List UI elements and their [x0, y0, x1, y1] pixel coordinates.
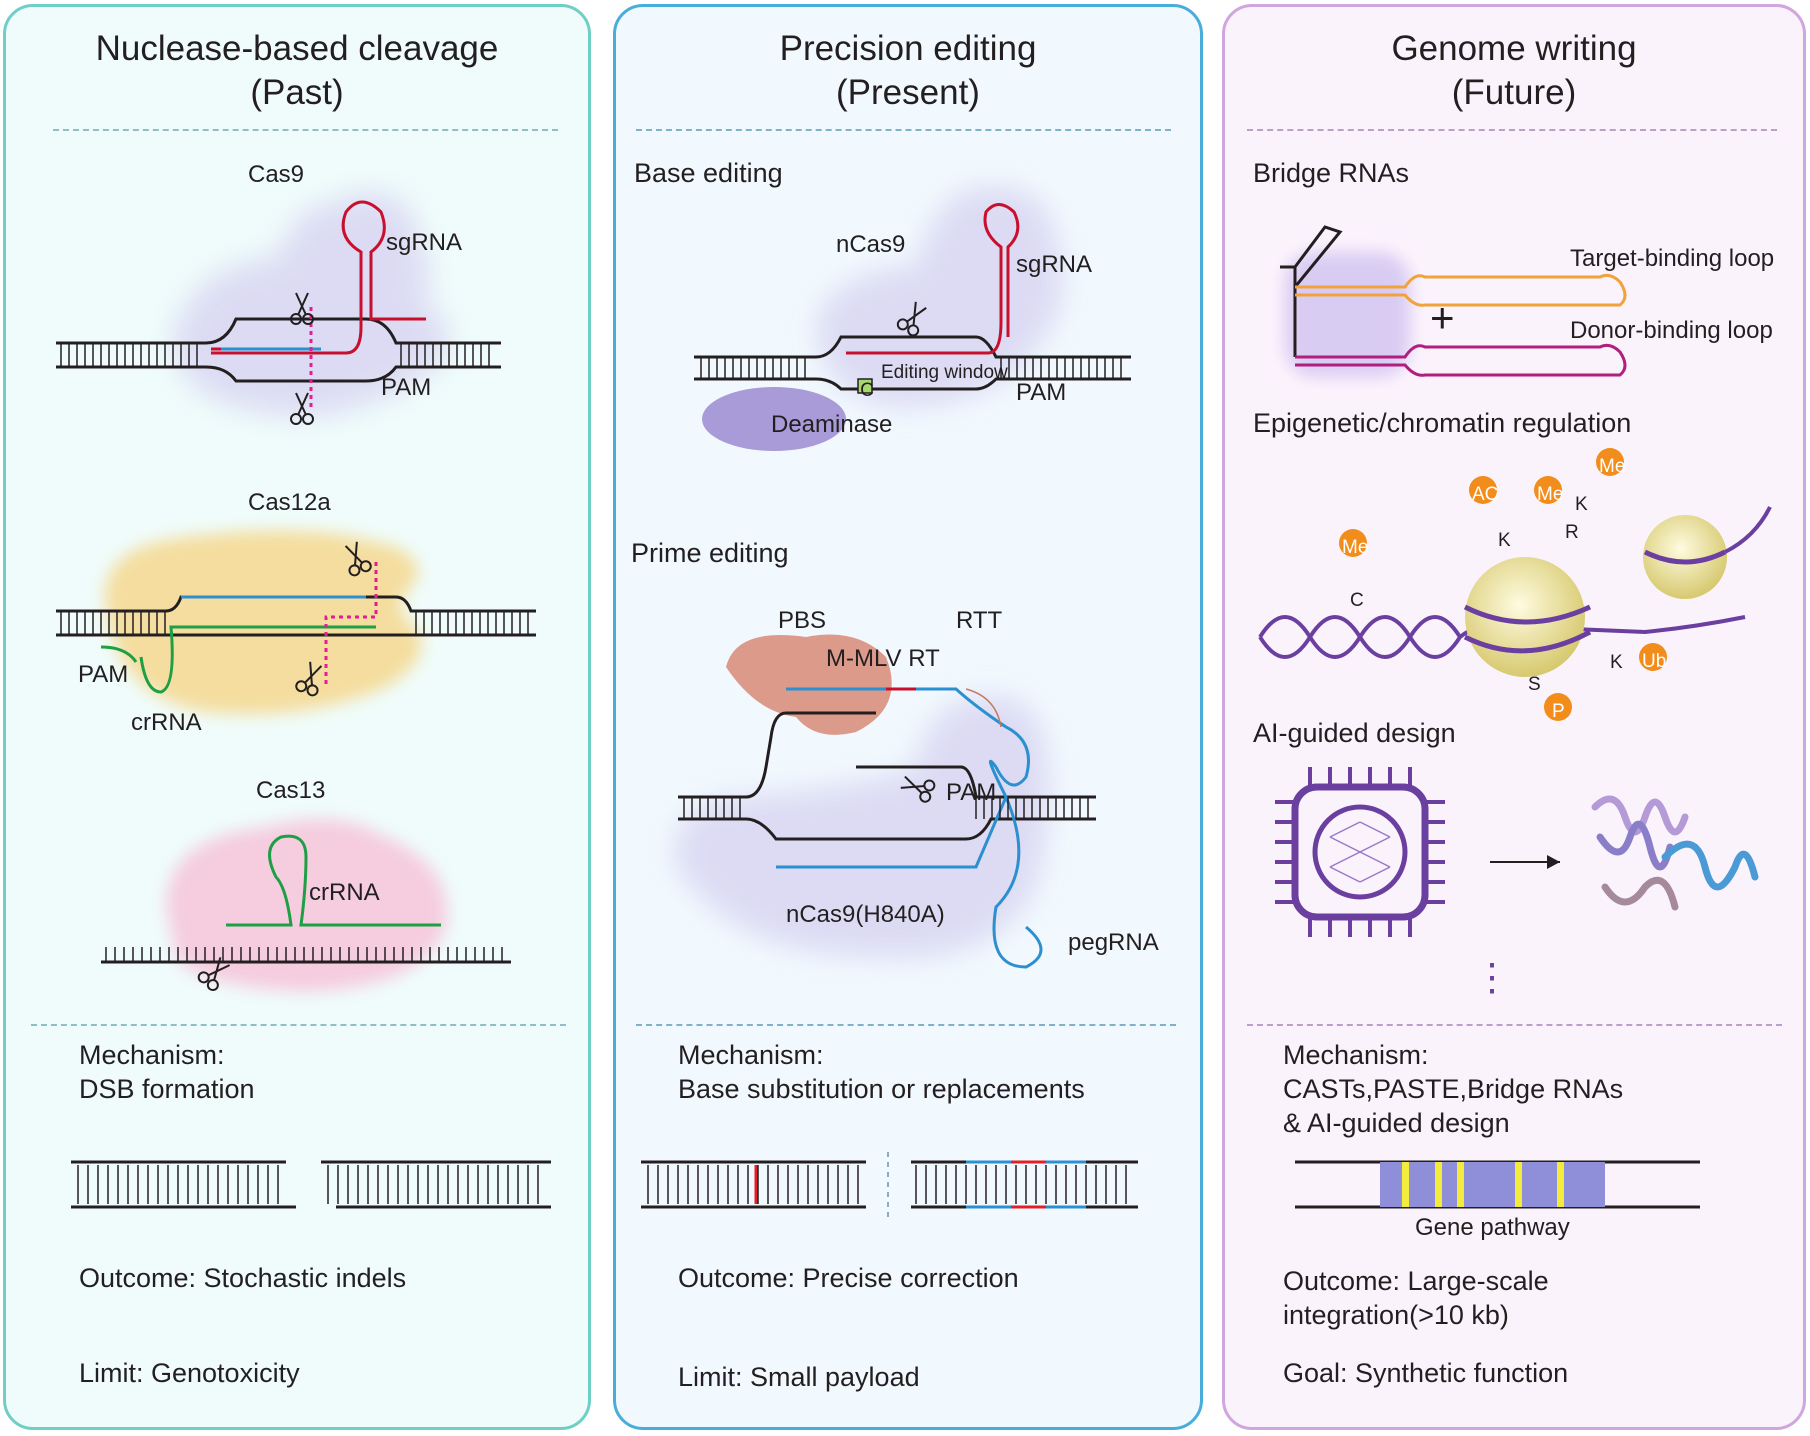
residue-k: K — [1498, 530, 1511, 551]
label-ai-design: AI-guided design — [1253, 718, 1456, 748]
label-ncas9: nCas9 — [836, 231, 906, 258]
recombinase-blob — [1285, 252, 1410, 377]
panel-title-line1: Genome writing — [1391, 29, 1637, 68]
residue-c: C — [1350, 590, 1364, 611]
label-bridge-rnas: Bridge RNAs — [1253, 158, 1410, 188]
label-ncas9-h840a: nCas9(H840A) — [786, 901, 945, 928]
base-editor-complex — [694, 186, 1131, 451]
label-epigenetic: Epigenetic/chromatin regulation — [1253, 408, 1632, 438]
mark-p: P — [1552, 701, 1565, 722]
divider — [636, 1024, 1176, 1026]
divider — [1247, 1024, 1782, 1026]
nucleosome — [1643, 515, 1727, 599]
panel-title-line2: (Present) — [836, 73, 980, 112]
label-mmlv-rt: M-MLV RT — [826, 645, 940, 672]
panel-genome-writing: Genome writing (Future) — [1222, 4, 1806, 1430]
divider — [53, 129, 558, 131]
mark-me: Me — [1599, 456, 1626, 477]
precision-diagrams — [641, 186, 1138, 1222]
label-deaminase: Deaminase — [771, 411, 893, 438]
outcome-text-2: integration(>10 kb) — [1283, 1300, 1509, 1330]
c-base-box — [857, 378, 873, 394]
mark-me: Me — [1342, 537, 1369, 558]
label-sgrna: sgRNA — [1016, 251, 1093, 278]
bridge-rna — [1280, 225, 1627, 377]
crrna-strand — [139, 625, 376, 694]
mark-me: Me — [1537, 484, 1564, 505]
chromatin — [1258, 615, 1746, 659]
label-cas13: Cas13 — [256, 777, 326, 804]
label-pbs: PBS — [778, 607, 827, 634]
gene-pathway-illustration — [1295, 1160, 1700, 1209]
limit-text: Limit: Small payload — [678, 1362, 920, 1392]
sgrna-strand — [846, 203, 1020, 355]
residue-r: R — [1565, 522, 1579, 543]
divider — [31, 1024, 566, 1026]
mmlv-rt-blob — [726, 634, 892, 735]
chip-icon — [1275, 767, 1445, 937]
mechanism-value: Base substitution or replacements — [678, 1074, 1085, 1104]
panel-title-line1: Nuclease-based cleavage — [95, 29, 499, 68]
label-pam2: PAM — [946, 779, 997, 806]
label-pam: PAM — [1016, 379, 1067, 406]
limit-text: Limit: Genotoxicity — [79, 1358, 300, 1388]
residue-s: S — [1528, 674, 1541, 695]
label-crrna2: crRNA — [309, 879, 380, 906]
histone-marks — [1339, 448, 1667, 721]
label-gene-pathway: Gene pathway — [1415, 1214, 1570, 1241]
residue-k: K — [1575, 494, 1588, 515]
label-prime-editing: Prime editing — [631, 538, 789, 568]
outcome-text: Outcome: Stochastic indels — [79, 1263, 407, 1293]
label-crrna: crRNA — [131, 709, 202, 736]
sgrna-strand — [211, 200, 426, 355]
label-sgrna: sgRNA — [386, 229, 463, 256]
cas12a-complex — [56, 530, 536, 715]
panel-title-line1: Precision editing — [779, 29, 1037, 68]
panel-title-line2: (Past) — [250, 73, 344, 112]
label-target-binding-loop: Target-binding loop — [1570, 245, 1775, 272]
cas13-complex — [101, 819, 511, 992]
mechanism-value-1: CASTs,PASTE,Bridge RNAs — [1283, 1074, 1624, 1104]
label-rtt: RTT — [956, 607, 1003, 634]
label-editing-window: Editing window — [881, 362, 1008, 383]
outcome-text: Outcome: Precise correction — [678, 1263, 1019, 1293]
label-pegrna: pegRNA — [1068, 929, 1159, 956]
panel-precision-editing: Precision editing (Present) — [613, 4, 1203, 1430]
cut-site — [324, 562, 378, 687]
label-c-base: C — [860, 380, 874, 401]
mechanism-label: Mechanism: — [79, 1040, 225, 1070]
panel-title-line2: (Future) — [1451, 73, 1577, 112]
label-donor-binding-loop: Donor-binding loop — [1570, 317, 1773, 344]
divider — [636, 129, 1171, 131]
label-cas12a: Cas12a — [248, 489, 331, 516]
mechanism-label: Mechanism: — [1283, 1040, 1429, 1070]
substitution-illustration — [641, 1152, 1138, 1222]
label-cas9: Cas9 — [248, 161, 305, 188]
plus-sign: + — [1430, 294, 1455, 341]
mechanism-value: DSB formation — [79, 1074, 255, 1104]
prime-editor-complex — [674, 634, 1096, 969]
dsb-illustration — [71, 1160, 551, 1209]
label-base-editing: Base editing — [634, 158, 783, 188]
panel-nuclease-cleavage: Nuclease-based cleavage (Past) — [3, 4, 591, 1430]
mark-ub: Ub — [1642, 651, 1667, 672]
label-pam: PAM — [381, 374, 432, 401]
cas9-complex — [56, 192, 501, 417]
protein-structure-icon — [1591, 795, 1759, 911]
crrna-strand — [226, 834, 441, 927]
divider — [1247, 129, 1777, 131]
mechanism-label: Mechanism: — [678, 1040, 824, 1070]
mechanism-value-2: & AI-guided design — [1283, 1108, 1510, 1138]
deaminase-blob — [702, 387, 846, 451]
outcome-text-1: Outcome: Large-scale — [1283, 1266, 1549, 1296]
cas-diagrams — [56, 192, 551, 1209]
label-pam2: PAM — [78, 661, 129, 688]
pegrna-strand — [776, 687, 1030, 869]
ellipsis: ⋮ — [1473, 957, 1511, 999]
mark-ac: AC — [1472, 484, 1499, 505]
residue-k: K — [1610, 652, 1623, 673]
genome-writing-diagrams — [1258, 225, 1772, 1209]
goal-text: Goal: Synthetic function — [1283, 1358, 1569, 1388]
